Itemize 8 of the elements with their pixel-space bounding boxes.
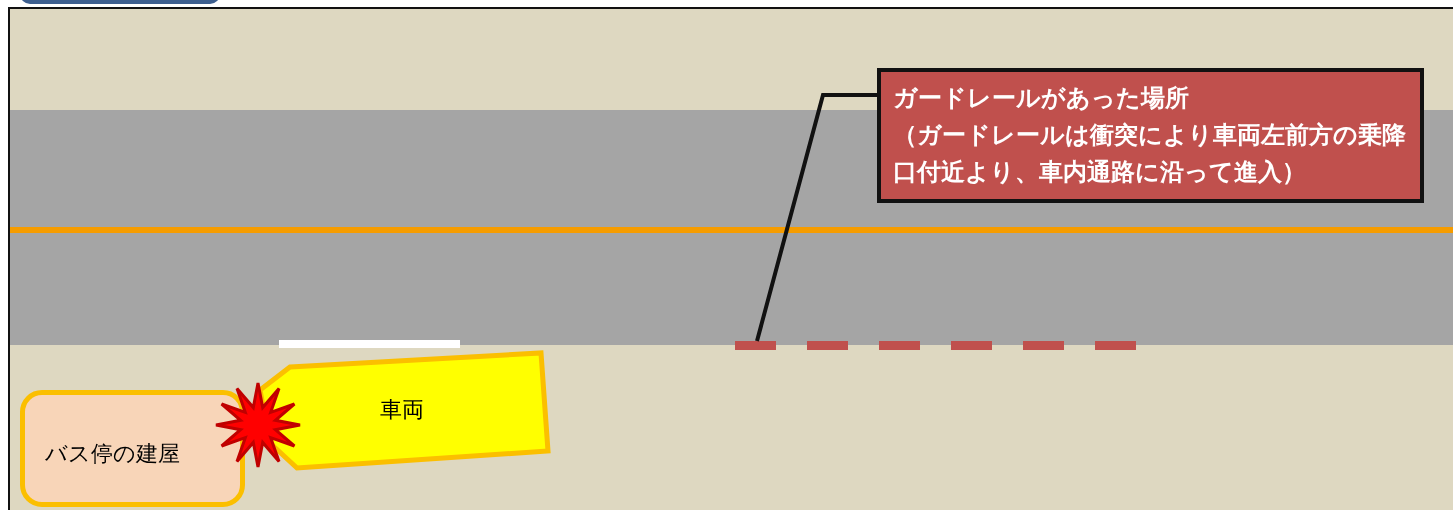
- building-box: [20, 390, 245, 507]
- leader-line: [755, 93, 877, 342]
- callout-text: ガードレールがあった場所: [893, 83, 1190, 114]
- building-label: バス停の建屋: [45, 439, 180, 468]
- callout-text: （ガードレールは衝突により車両左前方の乗降口付近より、車内通路に沿って進入）: [893, 120, 1407, 188]
- vehicle-label: 車両: [380, 396, 424, 424]
- callout-box: [877, 68, 1424, 203]
- guardrail-marks: [735, 341, 1136, 350]
